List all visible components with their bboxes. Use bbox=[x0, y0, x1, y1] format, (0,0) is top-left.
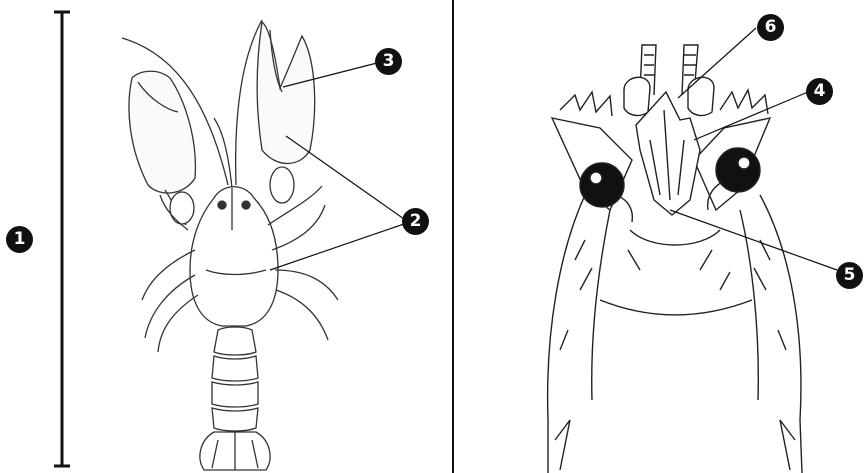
callout-2-badge: 2 bbox=[402, 208, 429, 235]
callout-3-badge: 3 bbox=[375, 48, 402, 75]
callout-6-badge: 6 bbox=[757, 14, 784, 41]
crayfish-head-closeup-icon bbox=[548, 45, 802, 473]
callout-4-badge: 4 bbox=[806, 78, 833, 105]
length-scale-bar bbox=[54, 12, 70, 466]
callout-5-badge: 5 bbox=[836, 262, 863, 289]
crayfish-dorsal-view-icon bbox=[122, 20, 338, 470]
callout-1-badge: 1 bbox=[6, 226, 33, 253]
